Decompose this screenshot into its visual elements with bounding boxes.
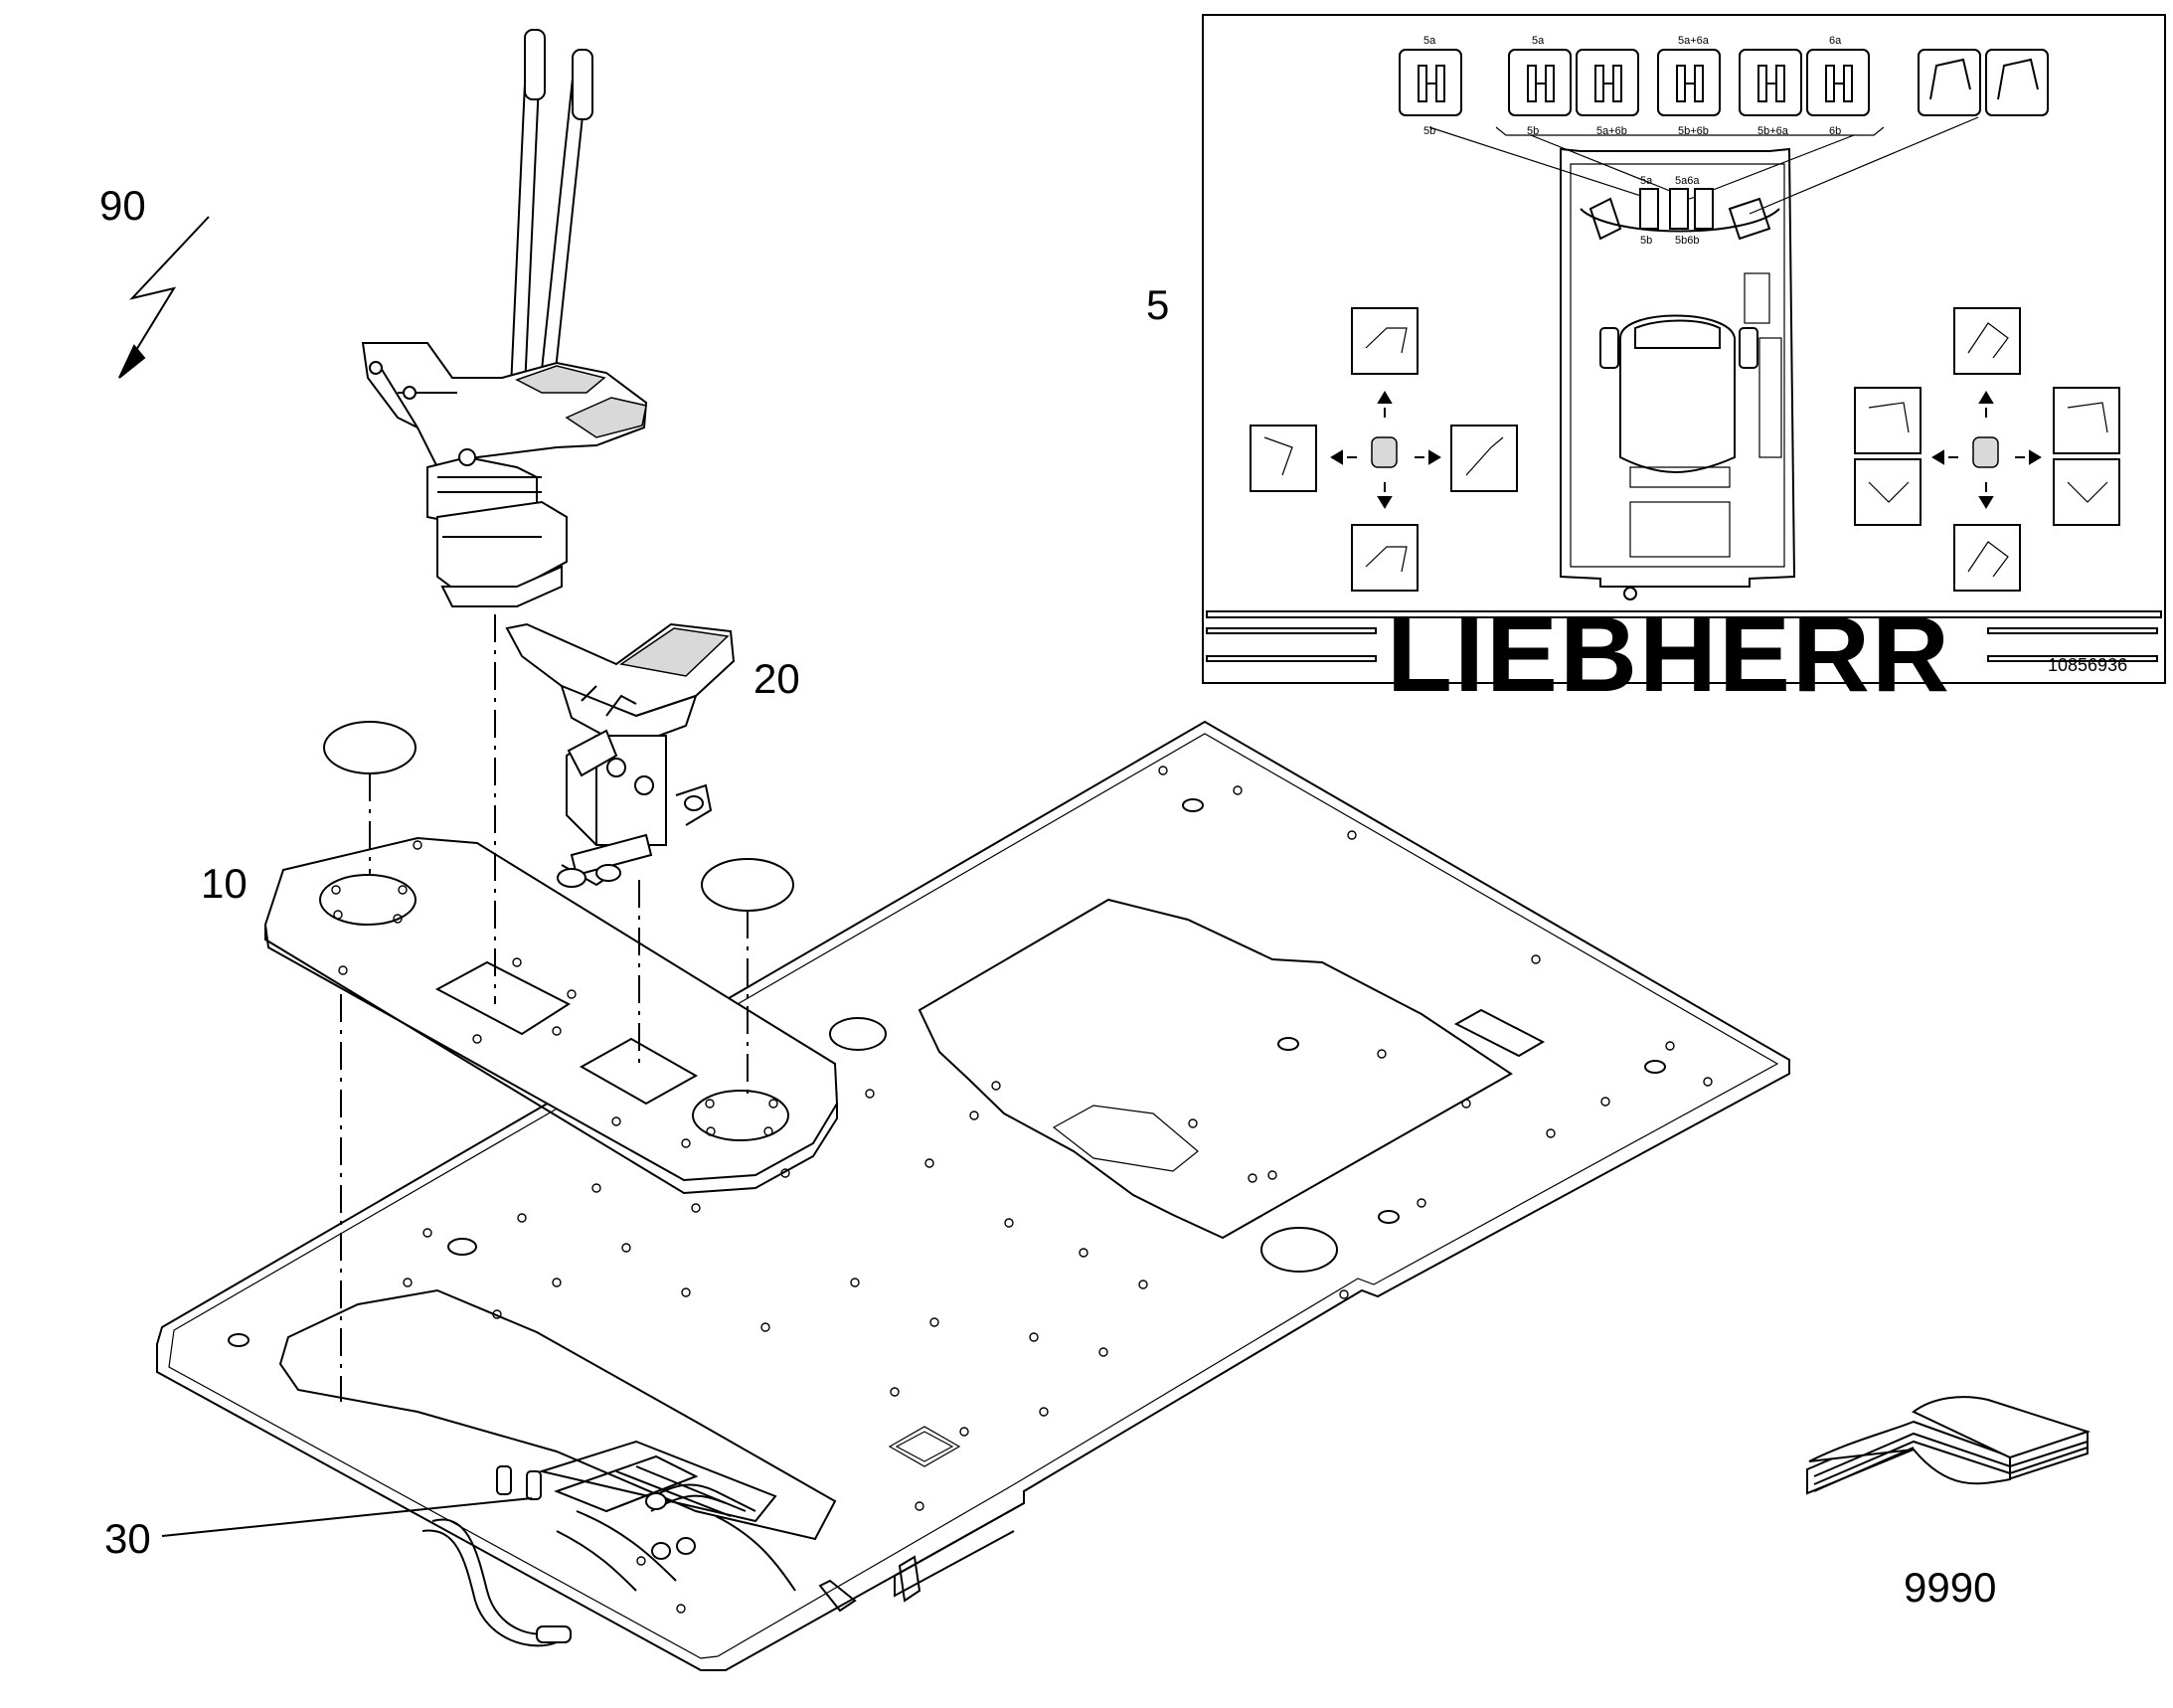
seal-right	[701, 858, 794, 912]
decal-part-number: 10856936	[2048, 655, 2127, 675]
decal-brand: LIEBHERR	[1387, 594, 1951, 714]
leader-30	[161, 1497, 533, 1537]
electrical-symbol-icon	[118, 216, 210, 379]
decal-pedal-label-top-1: 5a6a	[1675, 175, 1700, 187]
callout-20: 20	[753, 655, 800, 702]
floor-plate	[156, 720, 1790, 1671]
decal-label-bottom-4: 6b	[1829, 125, 1841, 137]
decal-label-bottom-1: 5a+6b	[1596, 125, 1627, 137]
decal-label-bottom-2: 5b+6b	[1678, 125, 1709, 137]
decal-pedal-label-bottom-0: 5b	[1640, 235, 1652, 247]
decal-label-bottom-single: 5b	[1423, 125, 1435, 137]
callout-30: 30	[104, 1515, 151, 1562]
decal-pedal-label-top-0: 5a	[1640, 175, 1653, 187]
right-joystick-diagram	[1854, 307, 2120, 592]
callout-90: 90	[99, 182, 146, 229]
callout-9990: 9990	[1904, 1564, 1997, 1611]
pedal-valve-20	[505, 622, 736, 888]
console-plate	[263, 836, 839, 1195]
decal-label-bottom-0: 5b	[1527, 125, 1539, 137]
decal-label-top-2: 6a	[1829, 35, 1842, 47]
manual-book-icon	[1806, 1396, 2091, 1495]
decal-panel: 5a 5b 5a 5a+6a 6a 5b 5a+6b 5b+6b 5b+6a 6…	[1202, 14, 2166, 714]
hose-bundle	[421, 1440, 796, 1647]
decal-pedal-label-bottom-1: 5b6b	[1675, 235, 1699, 247]
assembly-lines	[340, 614, 749, 1402]
decal-label-top-single: 5a	[1423, 35, 1436, 47]
decal-label-top-1: 5a+6a	[1678, 35, 1710, 47]
left-joystick-diagram	[1250, 307, 1518, 592]
callout-5: 5	[1146, 281, 1170, 328]
lever-assembly	[361, 29, 648, 607]
callout-10: 10	[201, 860, 248, 907]
seal-left	[323, 721, 417, 774]
decal-label-top-0: 5a	[1532, 35, 1545, 47]
decal-label-bottom-3: 5b+6a	[1757, 125, 1789, 137]
